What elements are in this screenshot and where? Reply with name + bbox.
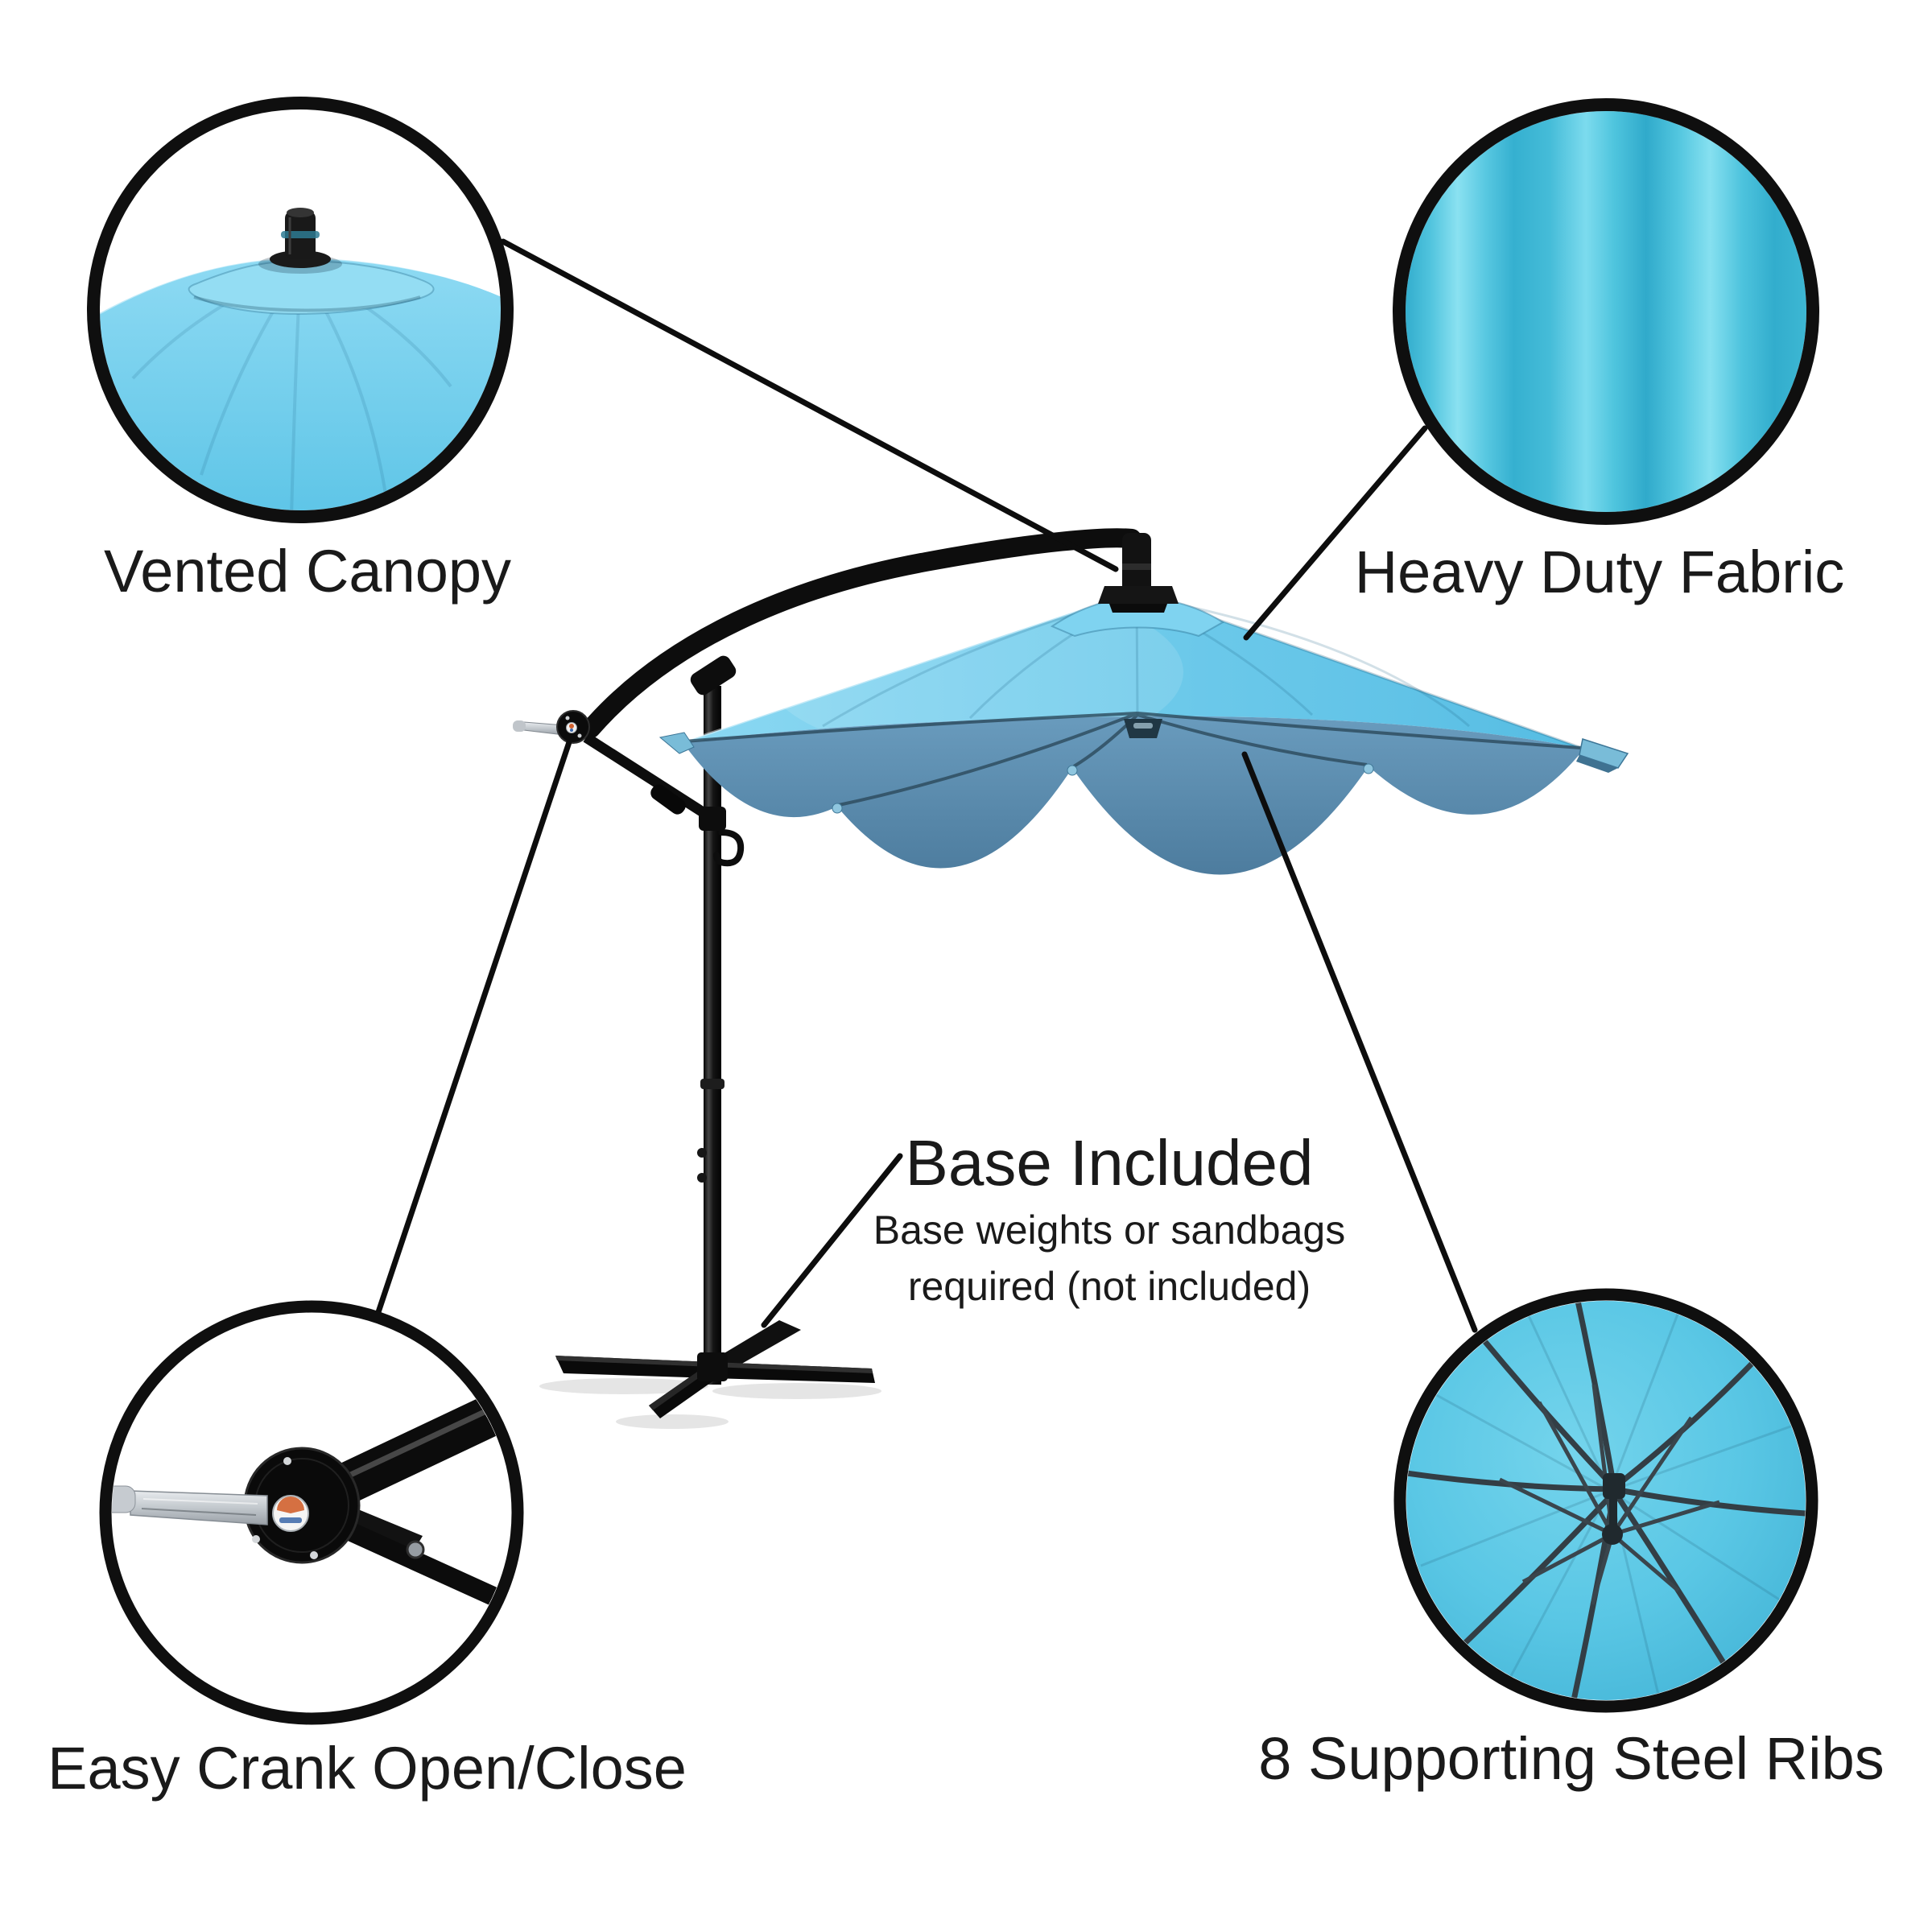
ribs-hub-upper xyxy=(1603,1473,1625,1499)
ribs-hub-lower xyxy=(1602,1524,1623,1545)
ribs-inset-art xyxy=(1406,1301,1806,1700)
crank-screw-1 xyxy=(565,716,570,720)
pointer-heavy-duty-fabric xyxy=(1243,425,1428,641)
pole-joint-collar xyxy=(700,1079,724,1089)
pole-crank-hook xyxy=(713,829,745,867)
base-shadow-left xyxy=(539,1378,708,1394)
crank-handle-tip xyxy=(513,720,526,732)
base-arm-right-top xyxy=(712,1362,873,1373)
rib-tip-3 xyxy=(1363,763,1374,774)
base-center-joint xyxy=(697,1352,728,1381)
crank-assembly xyxy=(513,710,745,867)
underside-ribs xyxy=(683,712,1582,807)
label-base-included: Base Included xyxy=(905,1127,1313,1199)
ribs-inset xyxy=(1393,1288,1818,1713)
crank-inset-ring xyxy=(99,1300,524,1725)
underside-vent-slit xyxy=(1133,723,1153,729)
fabric-swatch xyxy=(1406,111,1806,512)
crank-inset-screw-3 xyxy=(252,1535,260,1543)
canopy-tip-pocket-right-shade xyxy=(1576,755,1618,773)
rib-tip-2 xyxy=(1067,765,1078,776)
umbrella-pole xyxy=(704,686,721,1385)
arm-pole-clamp xyxy=(690,655,737,696)
label-base-note-line2: required (not included) xyxy=(908,1264,1311,1309)
canopy-hub-cap xyxy=(1098,586,1179,604)
handle-texture-1 xyxy=(142,1498,258,1505)
support-brace xyxy=(583,733,712,821)
pole-adjust-knob-lower xyxy=(697,1173,707,1183)
crank-inset-handle-tip xyxy=(112,1485,136,1513)
pole-adjust-knob-upper xyxy=(697,1148,707,1158)
cantilever-arm xyxy=(581,528,1141,738)
umbrella-base-cross xyxy=(539,1320,881,1429)
vented-inset-ring xyxy=(87,97,514,523)
base-shadow-front xyxy=(616,1414,729,1429)
arm-elbow-band xyxy=(1122,564,1151,570)
canopy-underside xyxy=(683,716,1584,875)
pointer-easy-crank xyxy=(375,739,572,1315)
label-heavy-duty-fabric: Heavy Duty Fabric xyxy=(1355,539,1845,605)
pointer-base xyxy=(761,1153,903,1328)
label-steel-ribs: 8 Supporting Steel Ribs xyxy=(1258,1725,1884,1792)
vented-inset-art xyxy=(100,208,501,510)
canopy-top xyxy=(683,591,1584,749)
crank-inset-screw-1 xyxy=(283,1457,291,1465)
canopy-edge-highlight xyxy=(682,589,1137,744)
badge-logo-top xyxy=(277,1496,304,1513)
crank-screw-2 xyxy=(577,733,582,738)
label-easy-crank: Easy Crank Open/Close xyxy=(47,1735,687,1802)
label-base-note-line1: Base weights or sandbags xyxy=(873,1208,1345,1253)
vented-canopy-inset xyxy=(87,97,514,523)
canopy-hub-cap-lower xyxy=(1109,604,1167,613)
ribs-inset-ring xyxy=(1393,1288,1818,1713)
vented-dome xyxy=(100,258,501,510)
rib-tip-1 xyxy=(832,803,843,814)
crank-inset-screw-2 xyxy=(310,1551,318,1559)
fabric-inset xyxy=(1393,98,1819,525)
crank-inset-bolt xyxy=(406,1540,425,1559)
canopy-tip-pocket-left xyxy=(658,732,695,754)
crank-inset xyxy=(99,1300,524,1725)
ribs-struts xyxy=(1498,1384,1720,1605)
crank-badge-top xyxy=(569,724,574,729)
pointer-lines xyxy=(375,238,1478,1333)
finial-strap xyxy=(281,231,320,238)
handle-texture-2 xyxy=(141,1508,257,1516)
umbrella-product-photo xyxy=(513,528,1629,1429)
base-shadow-right xyxy=(712,1383,881,1399)
pointer-steel-ribs xyxy=(1241,751,1478,1333)
brace-turnbuckle xyxy=(650,784,686,815)
vented-tier-shade xyxy=(193,295,421,312)
pointer-vented-canopy xyxy=(500,238,1119,572)
crank-badge-bottom xyxy=(570,729,573,732)
ribs-hub-link xyxy=(1609,1496,1617,1530)
crank-inset-brace xyxy=(342,1521,499,1606)
fabric-inset-ring xyxy=(1393,98,1819,525)
brace-pole-clamp xyxy=(699,807,726,831)
base-arm-left-top xyxy=(555,1356,712,1367)
base-arm-front-top xyxy=(649,1368,705,1410)
badge-logo-bottom xyxy=(279,1517,302,1523)
finial-top xyxy=(287,208,314,217)
label-vented-canopy: Vented Canopy xyxy=(104,538,511,605)
base-arm-front xyxy=(649,1368,715,1418)
